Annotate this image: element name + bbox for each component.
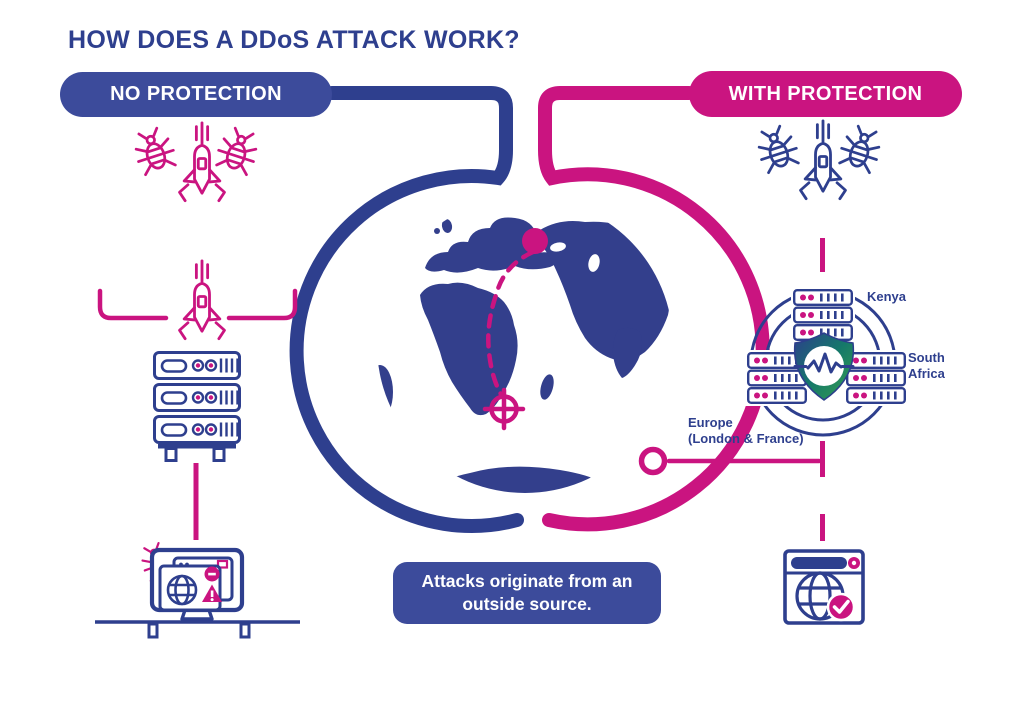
bracket <box>97 288 298 321</box>
bug-icon <box>752 122 803 175</box>
shield-pulse-icon <box>793 332 855 401</box>
no-protection-label: NO PROTECTION <box>110 83 282 105</box>
server-rack-icon <box>153 351 241 462</box>
ring-node <box>635 443 671 479</box>
attack-bugs-right <box>752 119 886 201</box>
with-protection-pill: WITH PROTECTION <box>689 71 962 117</box>
attack-path <box>486 249 536 399</box>
no-protection-pill: NO PROTECTION <box>60 72 332 117</box>
check-badge <box>826 592 856 622</box>
server-cluster-icon <box>745 287 908 437</box>
globe-icon <box>377 197 673 493</box>
bug-icon <box>129 124 180 177</box>
page-title: HOW DOES A DDoS ATTACK WORK? <box>68 26 520 54</box>
missile-icon <box>799 119 847 201</box>
label-south-africa: South Africa <box>908 350 945 381</box>
caption-box: Attacks originate from an outside source… <box>393 562 661 624</box>
missile-icon <box>178 121 226 203</box>
bug-icon <box>212 124 263 177</box>
incoming-missile-icon <box>178 259 226 341</box>
browser-check-icon <box>783 549 865 625</box>
attack-bugs-left <box>129 121 263 203</box>
scrubbing-stack-kenya <box>793 289 853 341</box>
label-europe-detail: (London & France) <box>688 430 804 446</box>
bug-icon <box>835 122 886 175</box>
monitor-error-icon <box>95 539 300 639</box>
scrubbing-stack-south-africa <box>846 352 906 404</box>
with-protection-connector-arc <box>538 86 770 532</box>
globe-glyph <box>166 574 198 606</box>
label-europe: Europe (London & France) <box>688 415 838 447</box>
label-europe-name: Europe <box>688 415 733 430</box>
with-protection-label: WITH PROTECTION <box>728 82 923 105</box>
no-protection-connector-arc <box>289 86 524 533</box>
crosshair-icon <box>482 387 526 431</box>
label-kenya: Kenya <box>867 289 907 304</box>
origin-dot <box>522 228 548 254</box>
caption-text: Attacks originate from an outside source… <box>421 571 633 614</box>
